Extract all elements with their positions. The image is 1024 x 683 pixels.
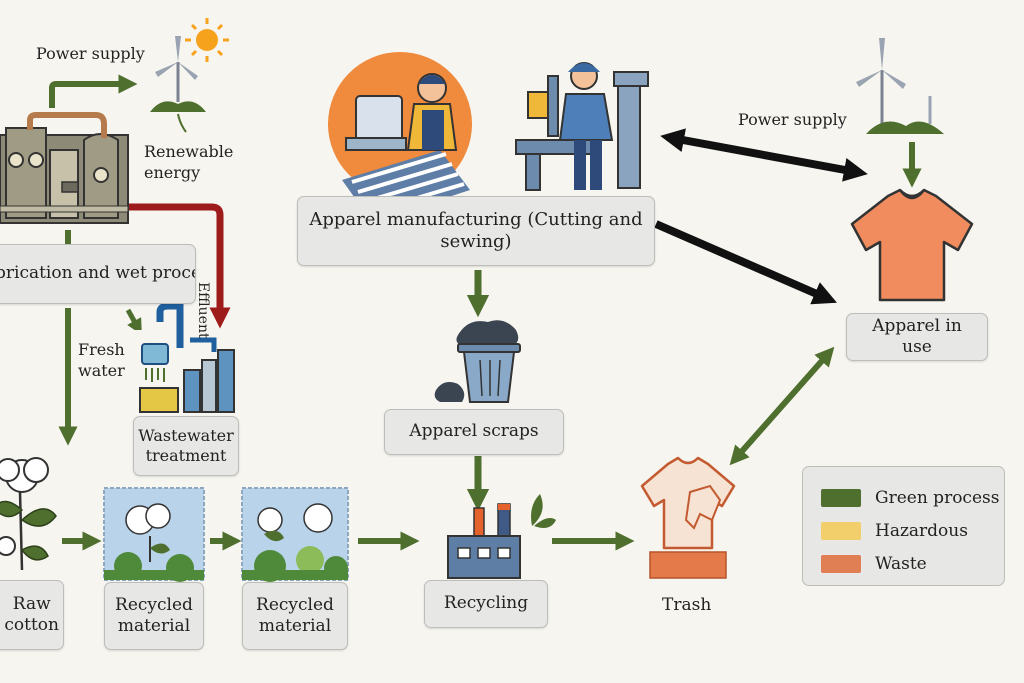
renewable-energy-icon xyxy=(150,18,229,133)
recycled-material-2-icon xyxy=(241,487,349,582)
wastewater-treatment-node: Wastewater treatment xyxy=(133,416,239,476)
trash-label: Trash xyxy=(662,595,712,615)
factory-icon xyxy=(0,112,129,224)
arrow-power-supply-right xyxy=(660,128,868,182)
recycled-material-1-node: Recycled material xyxy=(104,582,204,650)
legend-item-hazardous: Hazardous xyxy=(821,514,1004,547)
recycling-plant-icon xyxy=(447,494,556,579)
recycled-material-2-node: Recycled material xyxy=(242,582,348,650)
legend-label: Waste xyxy=(875,553,927,574)
power-supply-right-label: Power supply xyxy=(738,110,847,129)
legend: Green process Hazardous Waste xyxy=(802,466,1005,586)
fabrication-node: brication and wet procetss xyxy=(0,244,196,304)
arrow-power-supply-left xyxy=(49,74,138,108)
apparel-scraps-node: Apparel scraps xyxy=(384,409,564,455)
sun-icon xyxy=(196,29,218,51)
recycling-node: Recycling xyxy=(424,580,548,628)
legend-swatch xyxy=(821,488,861,507)
arrow-to-wastewater xyxy=(125,308,142,335)
legend-item-waste: Waste xyxy=(821,547,1004,580)
fresh-water-label: Fresh water xyxy=(78,340,125,380)
recycled-material-1-icon xyxy=(103,487,205,582)
scraps-bin-icon xyxy=(434,320,521,403)
power-supply-left-label: Power supply xyxy=(36,44,145,63)
legend-label: Hazardous xyxy=(875,520,968,541)
apparel-manufacturing-node: Apparel manufacturing (Cutting and sewin… xyxy=(297,196,655,266)
arrow-effluent xyxy=(128,203,231,329)
renewable-energy-label: Renewable energy xyxy=(144,142,234,182)
legend-swatch xyxy=(821,554,861,573)
trash-shirt-icon xyxy=(640,456,736,579)
legend-item-green-process: Green process xyxy=(821,481,1004,514)
shirt-icon xyxy=(850,188,974,302)
raw-cotton-node: Raw cotton xyxy=(0,580,64,650)
machine-worker-icon xyxy=(515,62,649,191)
apparel-in-use-node: Apparel in use xyxy=(846,313,988,361)
wind-turbine-right-icon xyxy=(856,38,944,134)
arrow-use-trash xyxy=(729,346,835,466)
effluent-label: Effluent xyxy=(195,282,211,339)
wind-turbine-icon xyxy=(155,36,198,102)
arrow-manufacturing-to-use xyxy=(654,220,838,305)
arrows xyxy=(49,74,922,551)
cotton-plant-icon xyxy=(0,457,57,571)
legend-swatch xyxy=(821,521,861,540)
wastewater-treatment-icon xyxy=(130,302,240,413)
legend-label: Green process xyxy=(875,487,1000,508)
